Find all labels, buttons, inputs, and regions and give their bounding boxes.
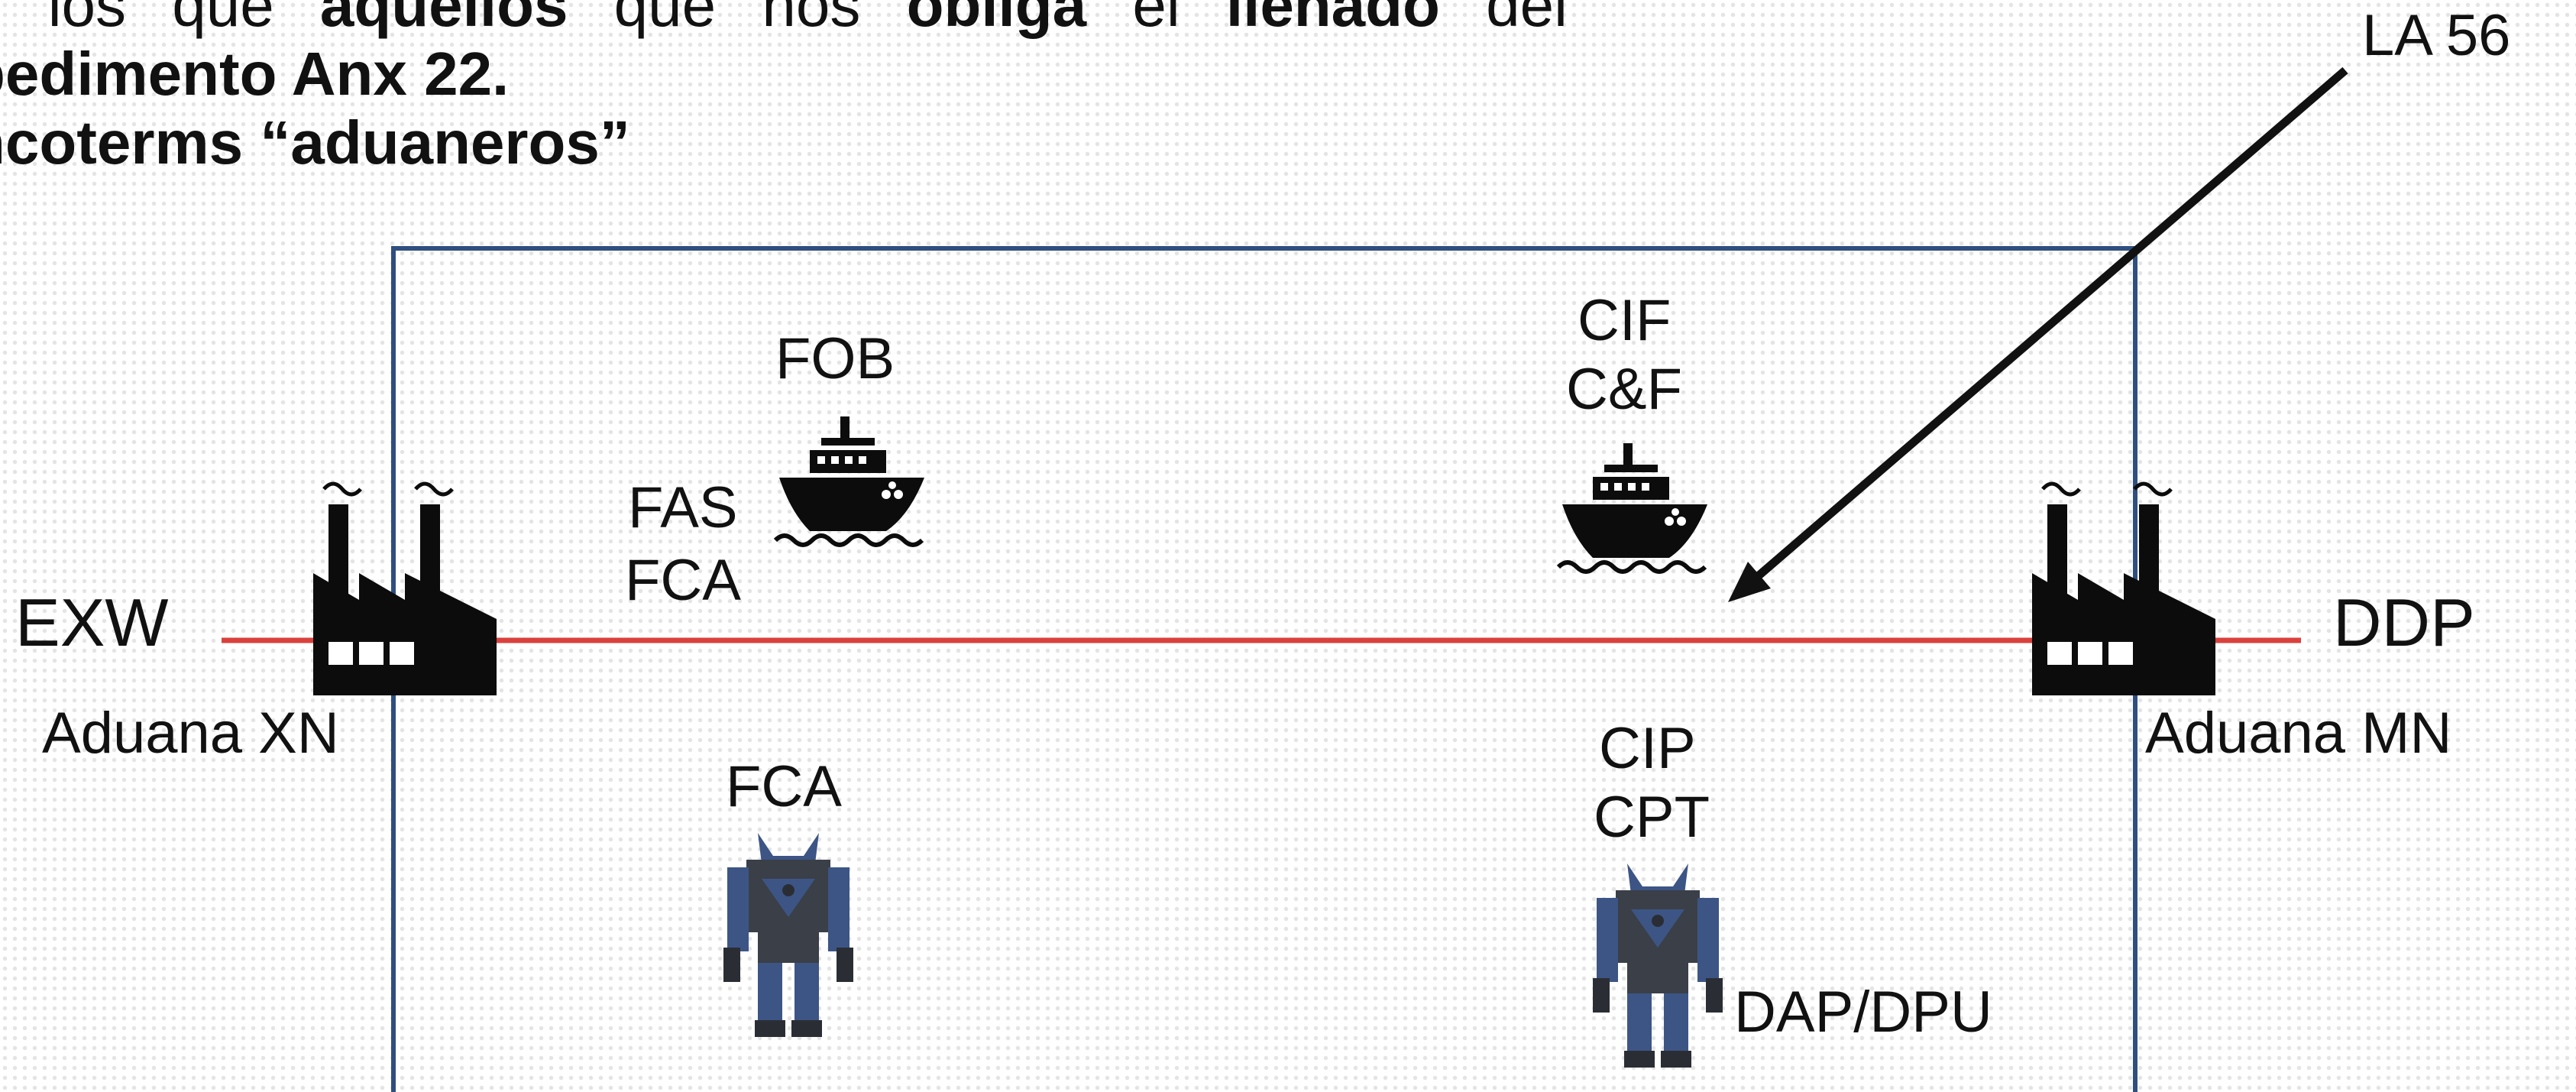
label-la56: LA 56 [2362,3,2511,68]
heading-text-bold: aquellos [319,0,568,39]
robot-icon [1593,864,1723,1068]
customs-zone-frame [391,246,2137,1092]
heading-text-segment: que nos [568,0,907,39]
heading-text-segment: el [1086,0,1226,39]
ship-icon [1558,443,1707,572]
slide-heading: e los que aquellos que nos obliga el lle… [0,0,2031,177]
label-cip: CIP [1599,716,1696,781]
label-aduana-xn: Aduana XN [42,701,339,766]
arrow-icon [1743,66,2348,591]
arrow-head-icon [1728,562,1771,602]
label-cif: CIF [1578,288,1671,353]
heading-text-segment: e los que [0,0,320,39]
label-aduana-mn: Aduana MN [2145,701,2452,766]
label-fca-land: FCA [726,754,842,819]
label-dap-dpu: DAP/DPU [1734,980,1992,1045]
label-exw: EXW [15,585,169,660]
heading-line-2: pedimento Anx 22. [0,40,510,108]
heading-line-3: ncoterms “aduaneros” [0,109,630,177]
robot-icon [723,833,853,1037]
label-fas: FAS [628,475,738,540]
heading-text-bold: obliga [906,0,1087,39]
label-cpt: CPT [1594,785,1710,850]
heading-text-segment: del [1439,0,1568,39]
factory-icon [313,484,497,695]
label-cf: C&F [1566,357,1682,422]
heading-line-1: e los que aquellos que nos obliga el lle… [0,0,2031,40]
label-ddp: DDP [2333,585,2475,660]
label-fob: FOB [775,326,895,391]
heading-text-bold: llenado [1225,0,1440,39]
ship-icon [775,416,924,545]
factory-icon [2032,484,2215,695]
label-fca-sea: FCA [625,548,741,613]
